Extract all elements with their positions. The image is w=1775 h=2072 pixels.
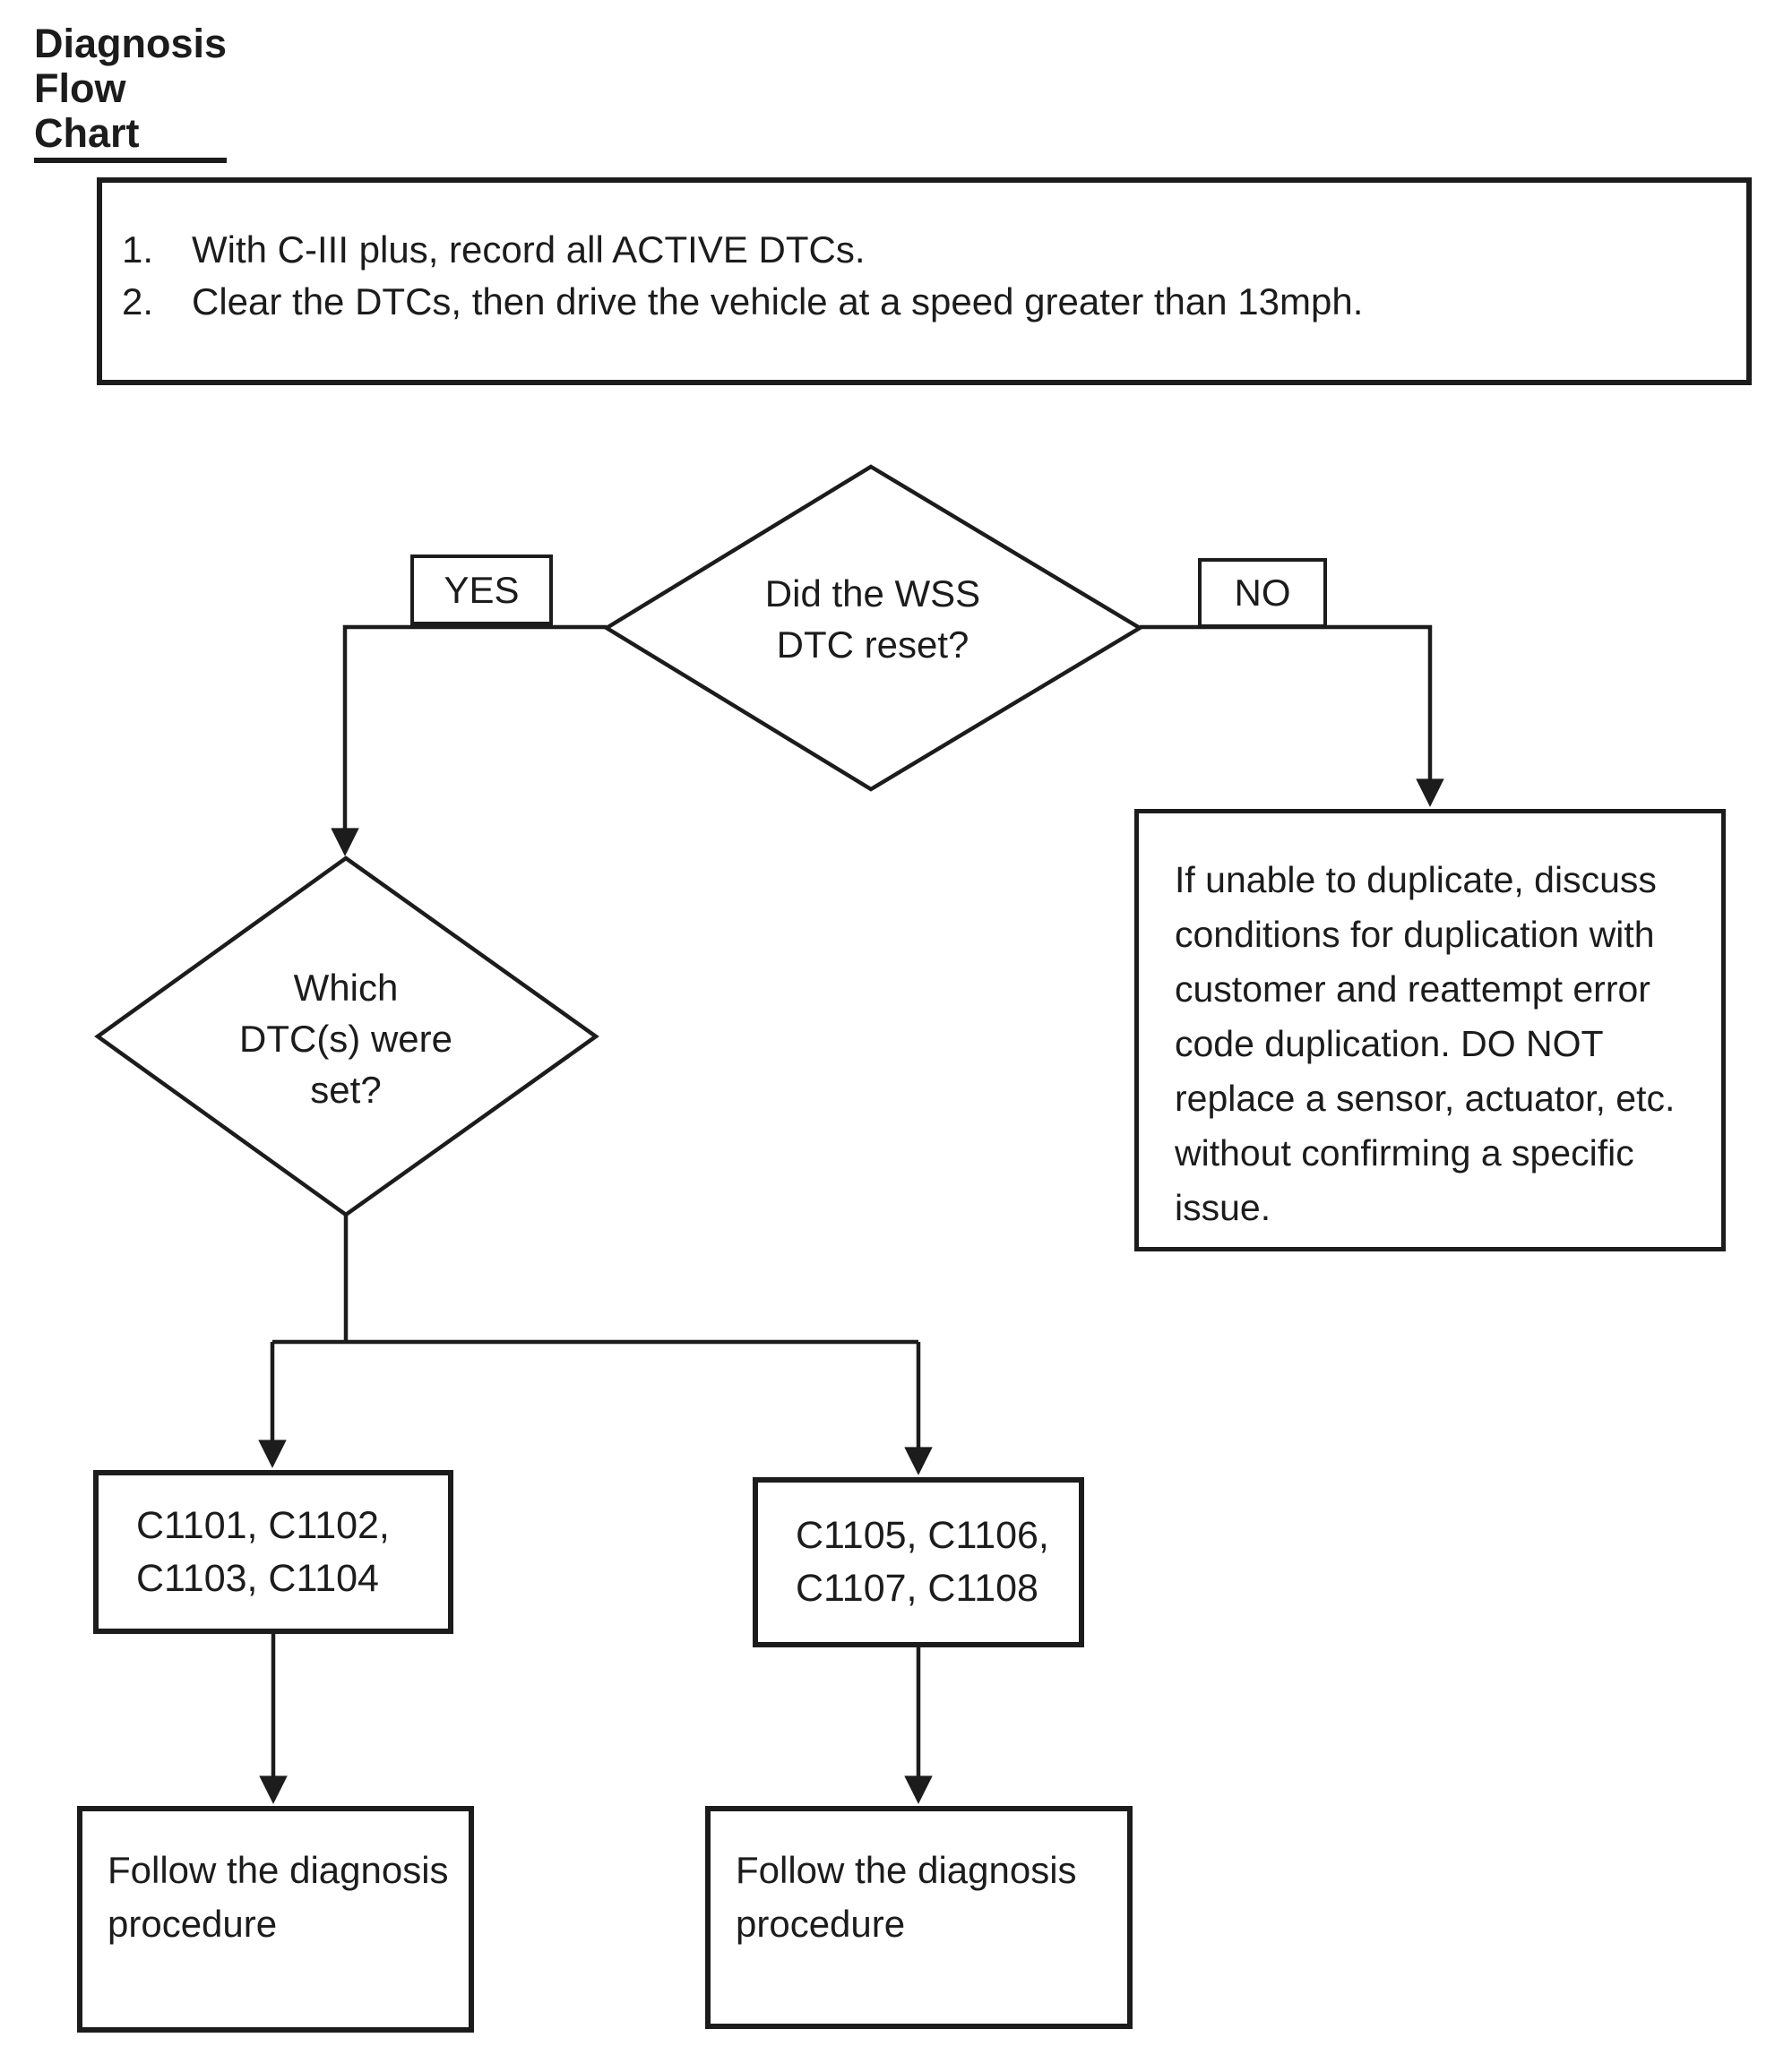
instruction-text: With C-III plus, record all ACTIVE DTCs.	[192, 228, 866, 271]
no-label: NO	[1234, 572, 1291, 614]
no-label-box: NO	[1198, 558, 1327, 628]
yes-label: YES	[444, 568, 520, 611]
dtc-group-c1105-c1108-label: C1105, C1106, C1107, C1108	[796, 1514, 1049, 1610]
dtc-group-c1101-c1104-box: C1101, C1102, C1103, C1104	[93, 1470, 453, 1634]
follow-procedure-left-box: Follow the diagnosis procedure	[77, 1806, 474, 2033]
follow-procedure-right-box: Follow the diagnosis procedure	[705, 1806, 1133, 2029]
instruction-number: 2.	[122, 280, 154, 322]
decision-wss-label: Did the WSS DTC reset?	[764, 572, 981, 666]
connector-yes	[331, 624, 607, 856]
instruction-number: 1.	[122, 228, 154, 271]
instruction-text: Clear the DTCs, then drive the vehicle a…	[192, 280, 1364, 322]
dtc-group-c1105-c1108-box: C1105, C1106, C1107, C1108	[753, 1477, 1084, 1647]
unable-to-duplicate-note-box: If unable to duplicate, discuss conditio…	[1134, 809, 1726, 1251]
decision-wss-diamond	[602, 464, 1144, 792]
page-title: Diagnosis Flow Chart	[34, 21, 228, 163]
yes-label-box: YES	[410, 555, 553, 625]
instructions-box: 1. With C-III plus, record all ACTIVE DT…	[97, 177, 1752, 385]
dtc-group-c1101-c1104-label: C1101, C1102, C1103, C1104	[136, 1503, 390, 1600]
connector-no	[1140, 624, 1444, 807]
instruction-item: 2. Clear the DTCs, then drive the vehicl…	[122, 276, 1728, 328]
decision-which-dtc-label: Which DTC(s) were set?	[239, 967, 452, 1111]
instruction-item: 1. With C-III plus, record all ACTIVE DT…	[122, 224, 1728, 276]
